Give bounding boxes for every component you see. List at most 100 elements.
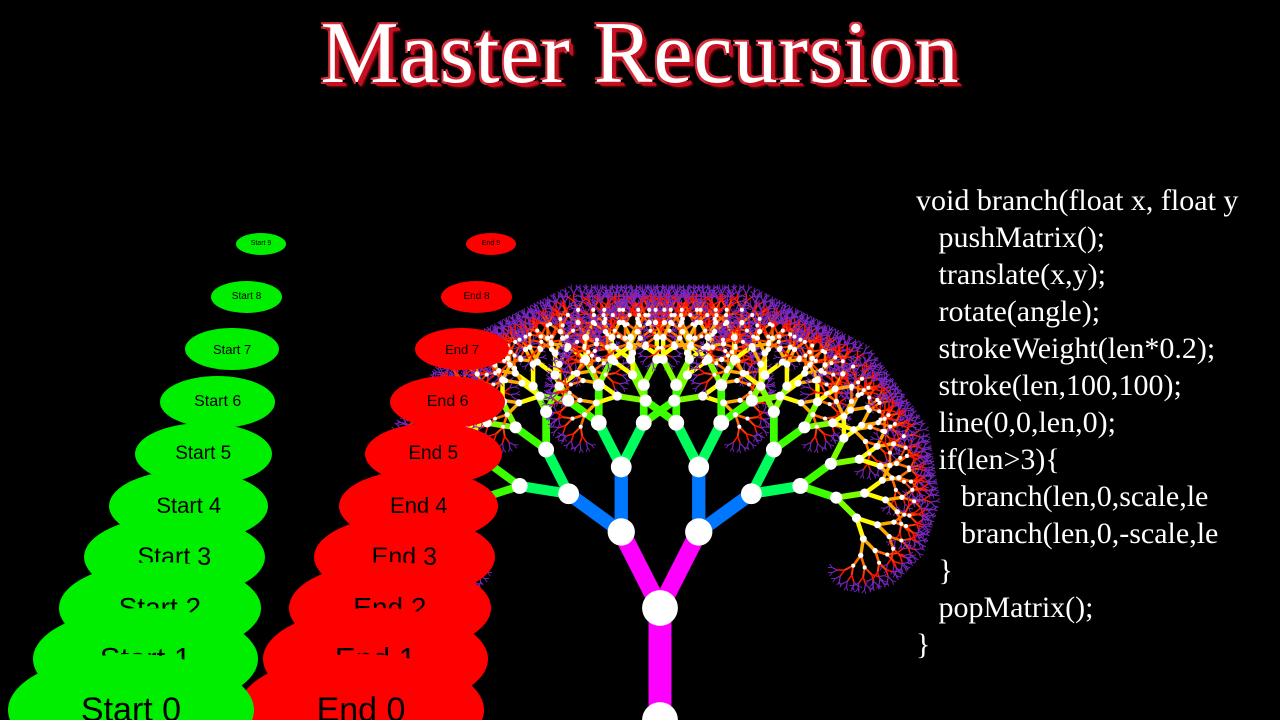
tree-branch [555, 357, 560, 362]
tree-branch [571, 349, 579, 354]
tree-branch [564, 297, 568, 304]
tree-branch [399, 421, 404, 425]
tree-branch [577, 300, 584, 303]
tree-branch [764, 417, 770, 420]
tree-branch [514, 386, 520, 389]
tree-branch [567, 337, 573, 340]
tree-branch [435, 373, 442, 376]
tree-branch [497, 321, 502, 325]
tree-branch [541, 403, 546, 406]
tree-branch [585, 442, 588, 448]
tree-branch [533, 303, 538, 307]
tree-branch [754, 424, 762, 429]
tree-branch [614, 368, 622, 374]
tree-branch [513, 444, 517, 449]
tree-branch [509, 386, 516, 389]
tree-branch [551, 397, 554, 402]
tree-branch [547, 300, 552, 303]
tree-branch [560, 356, 566, 359]
tree-branch [572, 318, 577, 324]
tree-branch [623, 387, 626, 392]
tree-branch [760, 427, 766, 433]
tree-branch [722, 353, 727, 357]
tree-branch [553, 401, 558, 405]
tree-branch [561, 351, 567, 354]
tree-branch [509, 447, 513, 452]
tree-branch [547, 365, 552, 369]
tree-branch [590, 347, 595, 350]
tree-branch [522, 325, 527, 331]
tree-branch [619, 383, 624, 389]
tree-branch [599, 293, 604, 297]
tree-branch [447, 369, 452, 374]
tree-branch [546, 370, 551, 374]
tree-branch [609, 291, 614, 298]
tree-branch [636, 285, 641, 290]
tree-branch [549, 307, 553, 313]
tree-branch [436, 371, 443, 374]
tree-branch [431, 373, 436, 376]
tree-branch [570, 356, 578, 363]
tree-branch [516, 326, 521, 331]
tree-branch [626, 285, 631, 290]
tree-branch [546, 374, 551, 379]
tree-branch [621, 288, 626, 293]
tree-branch [763, 418, 769, 424]
tree-branch [576, 382, 579, 388]
tree-branch [626, 367, 631, 370]
tree-branch [596, 300, 603, 303]
tree-branch [544, 383, 549, 387]
tree-branch [604, 306, 609, 310]
tree-branch [521, 316, 527, 319]
tree-branch [611, 288, 616, 295]
tree-branch [677, 353, 682, 357]
tree-branch [748, 368, 753, 373]
tree-branch [530, 304, 535, 308]
tree-branch [524, 365, 527, 370]
tree-branch [624, 379, 629, 384]
tree-branch [518, 348, 524, 353]
tree-branch [583, 317, 588, 322]
tree-branch [508, 315, 513, 319]
tree-branch [551, 308, 559, 315]
tree-branch [625, 362, 631, 365]
tree-branch [598, 331, 603, 335]
tree-branch [495, 376, 501, 382]
tree-branch [581, 435, 588, 443]
tree-branch [545, 381, 550, 385]
tree-branch [573, 316, 580, 319]
tree-branch [503, 333, 511, 339]
tree-branch [499, 322, 504, 327]
tree-branch [552, 393, 558, 399]
tree-branch [770, 381, 775, 385]
tree-branch [550, 421, 555, 424]
tree-branch [541, 312, 546, 316]
tree-branch [432, 371, 438, 374]
tree-branch [433, 369, 438, 373]
tree-branch [752, 444, 755, 449]
tree-branch [588, 327, 593, 331]
tree-branch [622, 294, 627, 298]
tree-branch [719, 310, 724, 314]
tree-branch [580, 318, 585, 323]
tree-branch [576, 288, 581, 293]
tree-branch [701, 320, 709, 327]
tree-branch [571, 332, 577, 335]
tree-branch [516, 393, 521, 396]
tree-branch [715, 365, 719, 370]
tree-branch [593, 285, 598, 290]
tree-branch [737, 436, 741, 444]
tree-branch [542, 319, 548, 322]
tree-branch [738, 443, 741, 450]
tree-branch [513, 320, 520, 323]
tree-branch [579, 448, 582, 454]
tree-branch [580, 296, 585, 303]
tree-branch [548, 389, 551, 394]
tree-branch [577, 382, 581, 387]
tree-branch [570, 353, 578, 358]
tree-branch [589, 334, 595, 338]
tree-branch [499, 325, 504, 328]
tree-branch [529, 354, 534, 362]
tree-branch [562, 425, 567, 433]
tree-branch [745, 432, 754, 437]
